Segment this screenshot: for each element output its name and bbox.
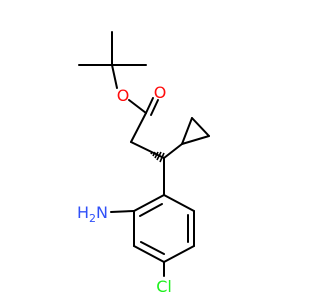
stereo-hash-bond <box>150 151 165 163</box>
ring-inner-bond-1 <box>139 203 163 217</box>
bond-carbonyl-ch2 <box>130 112 147 143</box>
ring-bond-1 <box>133 194 165 212</box>
bond-o-carbonyl-c <box>128 99 147 114</box>
bond-c-o-double-2 <box>150 99 159 116</box>
ring-bond-6 <box>163 194 195 212</box>
bond-ring-nh2 <box>110 210 135 213</box>
bond-cyclopropyl-a <box>181 117 193 145</box>
bond-cyclopropyl-c <box>181 135 210 145</box>
bond-stereo-cyclopropyl <box>163 143 183 159</box>
amine-nitrogen: N <box>96 203 108 222</box>
ring-bond-4 <box>163 245 195 263</box>
atom-label-amine: H2N <box>77 203 108 225</box>
atom-label-chlorine: Cl <box>156 277 172 296</box>
molecule-structure: O O H2N Cl <box>77 31 210 296</box>
atom-label-carbonyl-oxygen: O <box>154 83 167 102</box>
ring-inner-bond-2 <box>140 241 165 255</box>
amine-h-count: 2 <box>89 212 96 225</box>
bond-skeleton <box>78 31 210 277</box>
bond-tbu-o <box>111 64 118 89</box>
atom-label-ester-oxygen: O <box>117 86 130 105</box>
bond-cyclopropyl-b <box>191 117 210 137</box>
amine-hydrogen: H <box>77 203 89 222</box>
bond-c-o-double-1 <box>145 97 154 114</box>
ring-bond-3 <box>133 245 165 263</box>
